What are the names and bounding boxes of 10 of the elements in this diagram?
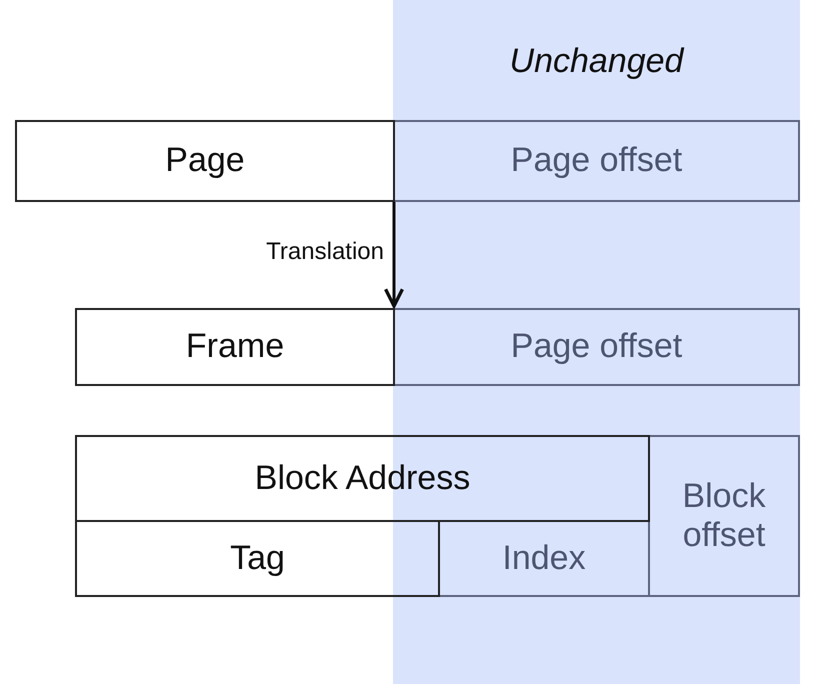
field-box: Frame	[75, 308, 395, 386]
field-box: Block Address	[75, 435, 650, 522]
field-box: Page offset	[393, 120, 800, 202]
arrow	[384, 202, 404, 308]
field-box: Page offset	[393, 308, 800, 386]
edge-label: Translation	[266, 238, 384, 266]
field-box: Tag	[75, 520, 440, 597]
band-heading: Unchanged	[508, 42, 686, 82]
field-box: Block offset	[648, 435, 800, 597]
field-box: Page	[15, 120, 395, 202]
